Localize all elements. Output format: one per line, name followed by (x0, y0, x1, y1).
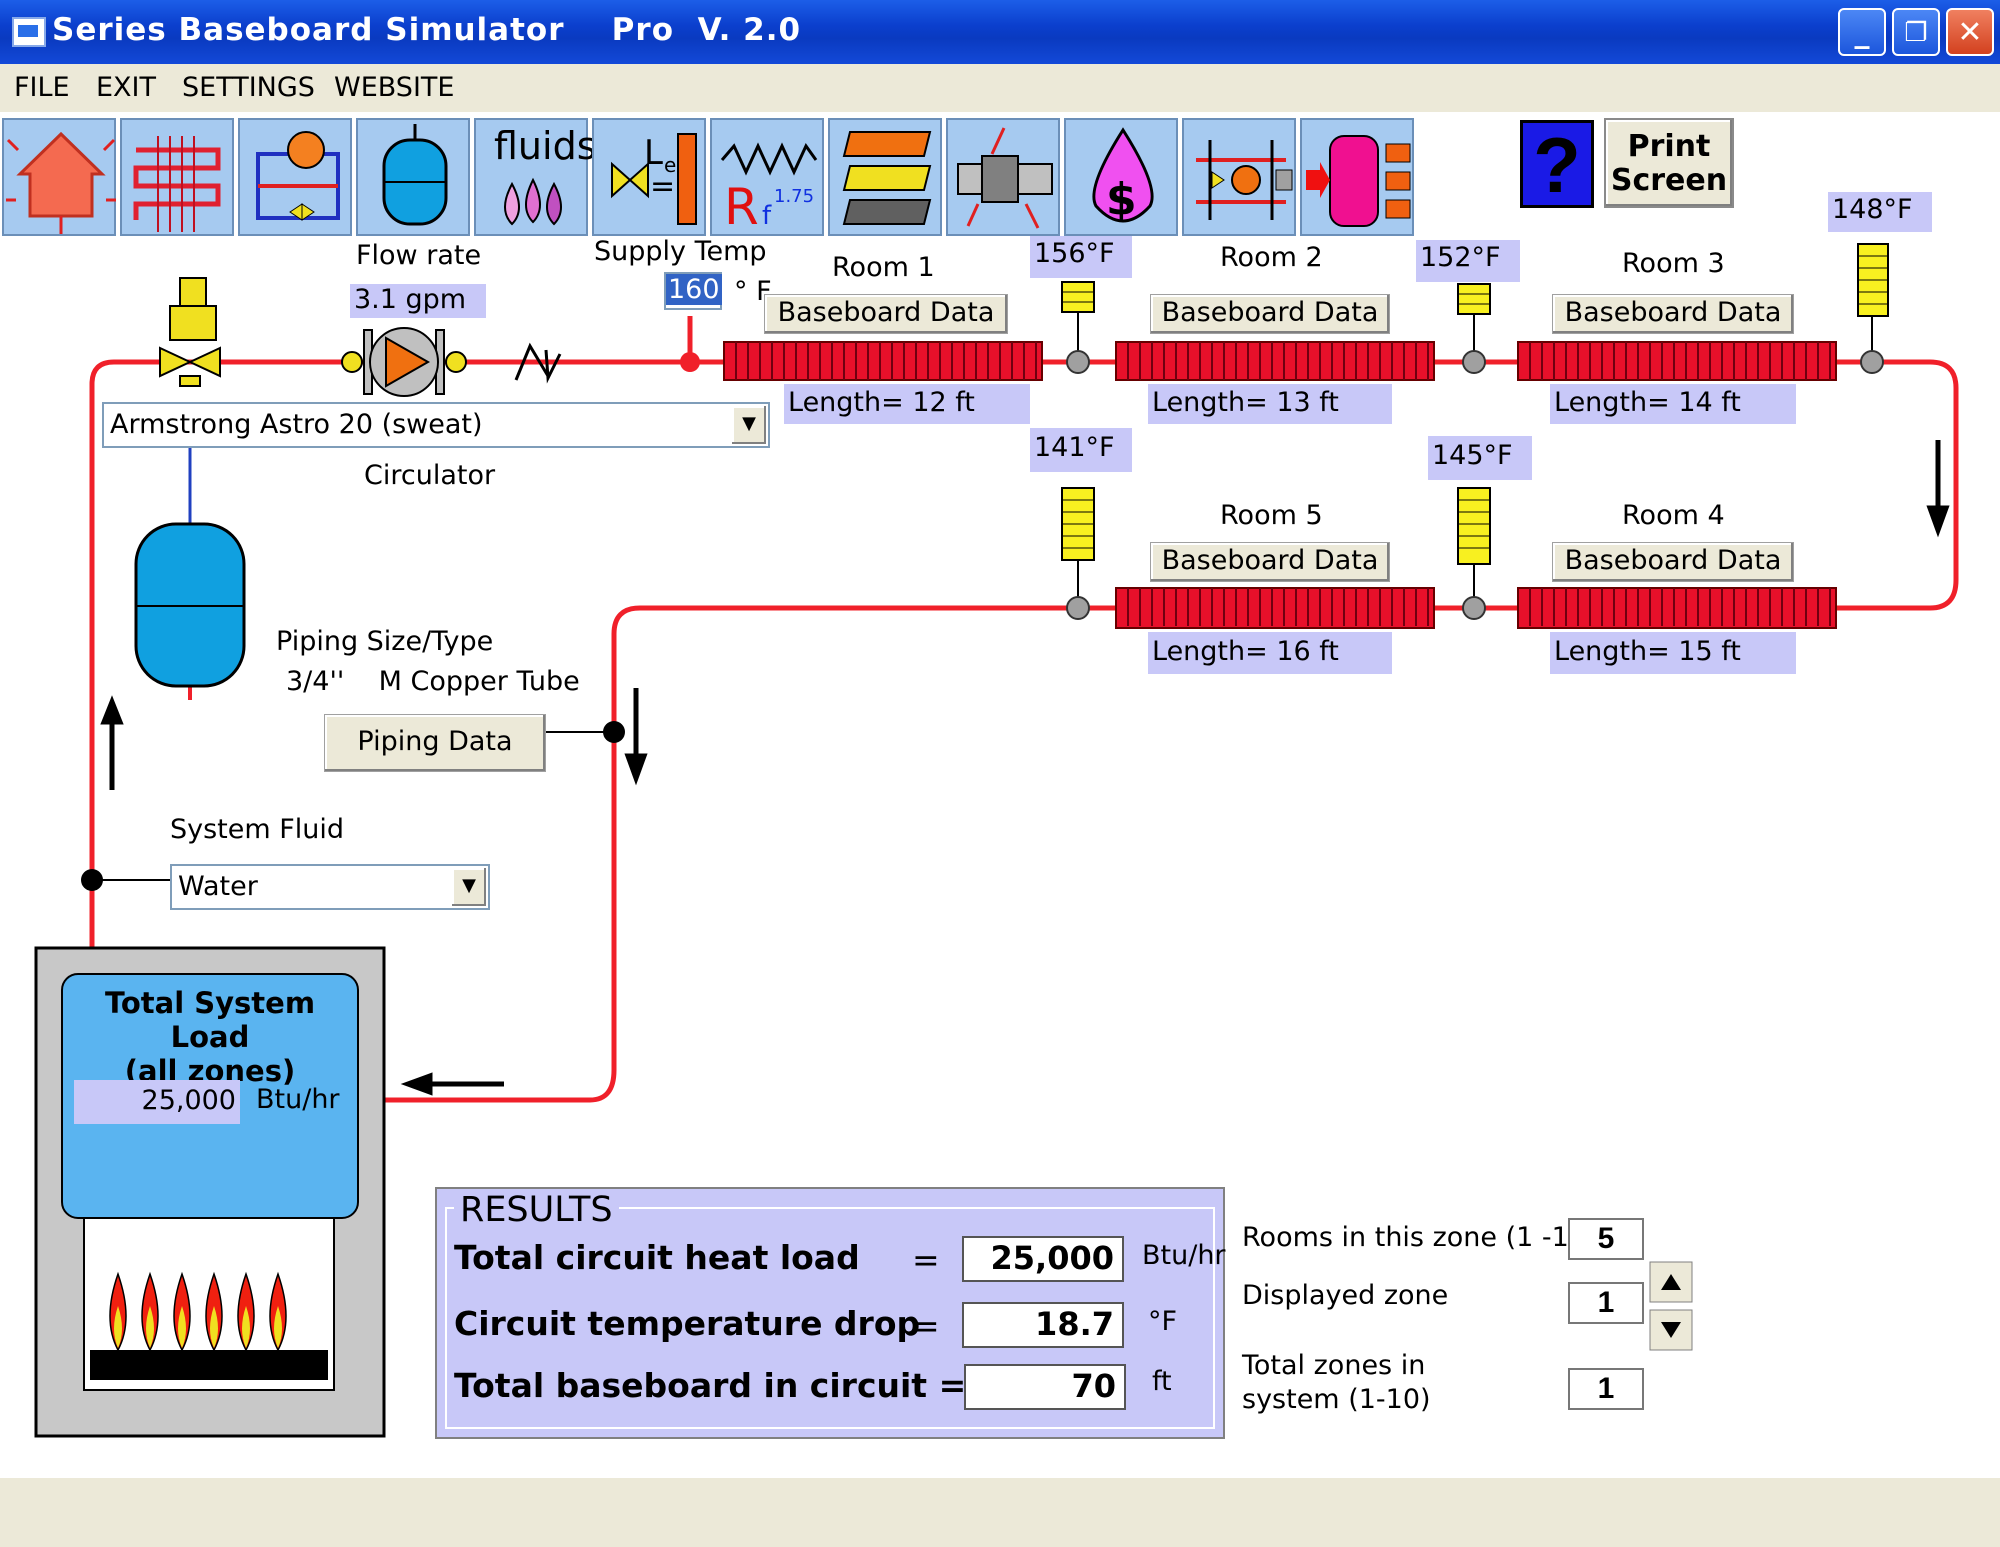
temp-after-room-2: 152°F (1416, 240, 1520, 282)
app-icon (12, 17, 46, 47)
circuit-heat-load-unit: Btu/hr (1142, 1240, 1226, 1271)
total-baseboard-label: Total baseboard in circuit = (454, 1366, 967, 1405)
menu-settings[interactable]: SETTINGS (182, 72, 315, 103)
maximize-button[interactable]: ❐ (1892, 8, 1940, 56)
room-3-label: Room 3 (1622, 248, 1725, 279)
system-fluid-select[interactable]: Water ▼ (170, 864, 490, 910)
room-5-label: Room 5 (1220, 500, 1323, 531)
svg-text:e: e (664, 153, 676, 177)
temp-after-room-5: 141°F (1030, 428, 1132, 472)
supply-temp-field[interactable]: 160 (664, 272, 722, 310)
rooms-in-zone-field[interactable]: 5 (1568, 1218, 1644, 1260)
room-3-baseboard-data-button[interactable]: Baseboard Data (1552, 294, 1794, 334)
zone-up-button[interactable] (1650, 1262, 1692, 1302)
system-fluid-select-value: Water (178, 871, 258, 902)
total-system-load-unit: Btu/hr (256, 1084, 340, 1115)
room-4-length: Length= 15 ft (1550, 632, 1796, 674)
help-button[interactable]: ? (1520, 120, 1594, 208)
room-3-length: Length= 14 ft (1550, 384, 1796, 424)
valve-circulator-icon[interactable] (1182, 118, 1296, 236)
flow-rate-value: 3.1 gpm (350, 284, 486, 318)
circulator-select-value: Armstrong Astro 20 (sweat) (110, 409, 483, 440)
status-bar (0, 1478, 2000, 1547)
pipe-layers-icon[interactable] (828, 118, 942, 236)
room-1-baseboard-data-button[interactable]: Baseboard Data (764, 294, 1008, 334)
supply-temp-label: Supply Temp (594, 236, 767, 267)
system-fluid-label: System Fluid (170, 814, 345, 845)
close-button[interactable]: ✕ (1946, 8, 1994, 56)
print-screen-button[interactable]: Print Screen (1604, 118, 1734, 208)
temp-after-room-1: 156°F (1030, 236, 1132, 278)
temp-after-room-4: 145°F (1428, 436, 1532, 480)
room-2-length: Length= 13 ft (1148, 384, 1392, 424)
temperature-drop-eq: = (912, 1306, 940, 1345)
circulator-label: Circulator (364, 460, 496, 491)
rooms-in-zone-label: Rooms in this zone (1 -12) (1242, 1222, 1597, 1253)
total-baseboard-value: 70 (964, 1364, 1126, 1410)
temp-after-room-3: 148°F (1828, 192, 1932, 232)
house-heat-loss-icon[interactable] (2, 118, 116, 236)
svg-text:L: L (644, 133, 663, 173)
svg-text:$: $ (1106, 174, 1137, 225)
total-zones-label-line-1: Total zones in (1242, 1350, 1426, 1381)
chevron-down-icon[interactable]: ▼ (732, 406, 766, 444)
svg-text:=: = (650, 169, 675, 204)
room-4-label: Room 4 (1622, 500, 1725, 531)
pipe-heat-loss-icon[interactable] (946, 118, 1060, 236)
room-1-label: Room 1 (832, 252, 935, 283)
room-4-baseboard-data-button[interactable]: Baseboard Data (1552, 542, 1794, 582)
total-zones-field[interactable]: 1 (1568, 1368, 1644, 1410)
title-bar (0, 0, 2000, 64)
menu-bar (0, 64, 2000, 112)
expansion-tank-icon[interactable] (356, 118, 470, 236)
menu-website[interactable]: WEBSITE (334, 72, 455, 103)
piping-components-icon[interactable] (238, 118, 352, 236)
svg-text:1.75: 1.75 (774, 186, 814, 207)
piping-size-value: 3/4'' M Copper Tube (286, 666, 580, 697)
boiler-title: Total System Load (all zones) (62, 986, 358, 1088)
displayed-zone-label: Displayed zone (1242, 1280, 1449, 1311)
flow-rate-label: Flow rate (356, 240, 482, 271)
fluids-label: fluids (494, 124, 597, 168)
room-2-label: Room 2 (1220, 242, 1323, 273)
piping-data-button[interactable]: Piping Data (324, 714, 546, 772)
menu-exit[interactable]: EXIT (96, 72, 157, 103)
temperature-drop-value: 18.7 (962, 1302, 1124, 1348)
circuit-heat-load-value: 25,000 (962, 1236, 1124, 1282)
temperature-drop-label: Circuit temperature drop (454, 1304, 921, 1343)
total-system-load-value: 25,000 (74, 1080, 240, 1124)
svg-text:R: R (724, 178, 759, 236)
circuit-heat-load-eq: = (912, 1240, 940, 1279)
circuit-heat-load-label: Total circuit heat load (454, 1238, 860, 1277)
results-title: RESULTS (454, 1190, 619, 1230)
baseboard-icon[interactable] (120, 118, 234, 236)
circulator-select[interactable]: Armstrong Astro 20 (sweat) ▼ (102, 402, 770, 448)
room-5-baseboard-data-button[interactable]: Baseboard Data (1150, 542, 1390, 582)
temperature-drop-unit: °F (1148, 1306, 1178, 1337)
boiler-title-line-1: Total System Load (104, 986, 316, 1054)
total-zones-label-line-2: system (1-10) (1242, 1384, 1431, 1415)
svg-text:f: f (762, 201, 772, 231)
piping-size-label: Piping Size/Type (276, 626, 494, 657)
zone-down-button[interactable] (1650, 1310, 1692, 1350)
window-title: Series Baseboard Simulator Pro V. 2.0 (52, 12, 802, 48)
room-2-baseboard-data-button[interactable]: Baseboard Data (1150, 294, 1390, 334)
displayed-zone-field[interactable]: 1 (1568, 1282, 1644, 1324)
fluids-icon[interactable]: fluids (474, 118, 597, 236)
boiler-output-icon[interactable] (1300, 118, 1414, 236)
room-1-length: Length= 12 ft (784, 384, 1030, 424)
menu-file[interactable]: FILE (14, 72, 70, 103)
room-5-length: Length= 16 ft (1148, 632, 1392, 674)
supply-temp-value: 160 (666, 274, 722, 305)
chevron-down-icon[interactable]: ▼ (452, 868, 486, 906)
total-baseboard-unit: ft (1152, 1366, 1172, 1397)
minimize-button[interactable]: _ (1838, 8, 1886, 56)
operating-cost-icon[interactable]: $ (1064, 118, 1178, 236)
